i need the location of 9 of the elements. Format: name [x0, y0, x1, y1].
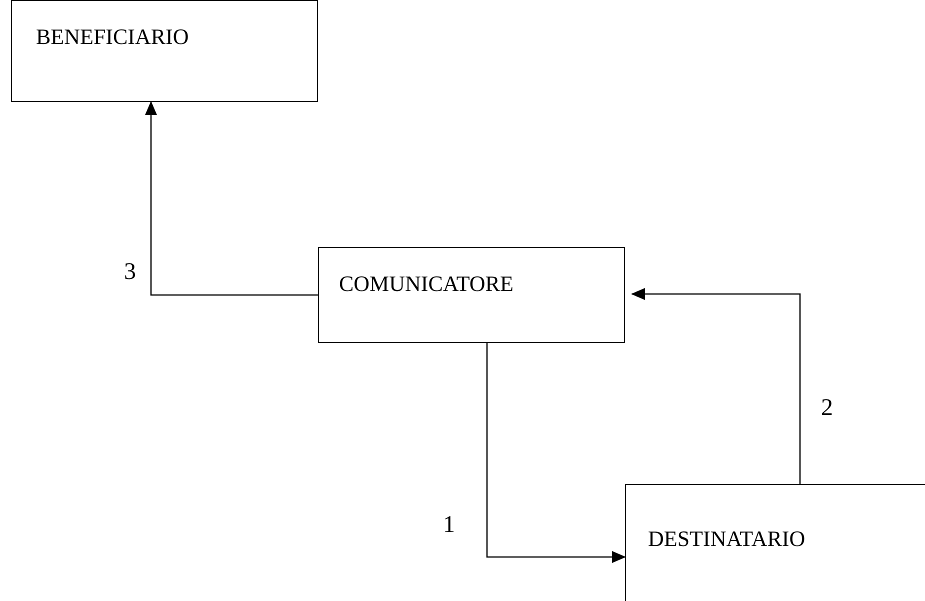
connector-arrow [145, 101, 318, 296]
connector-arrow [486, 343, 626, 563]
entity-name: DESTINATARIO [648, 525, 806, 552]
entity-box [318, 247, 625, 343]
entity-box [11, 0, 318, 102]
connector-arrow [631, 288, 801, 484]
entity-box [625, 484, 925, 601]
entity-name: BENEFICIARIO [36, 23, 190, 50]
entity-name: COMUNICATORE [339, 270, 514, 298]
